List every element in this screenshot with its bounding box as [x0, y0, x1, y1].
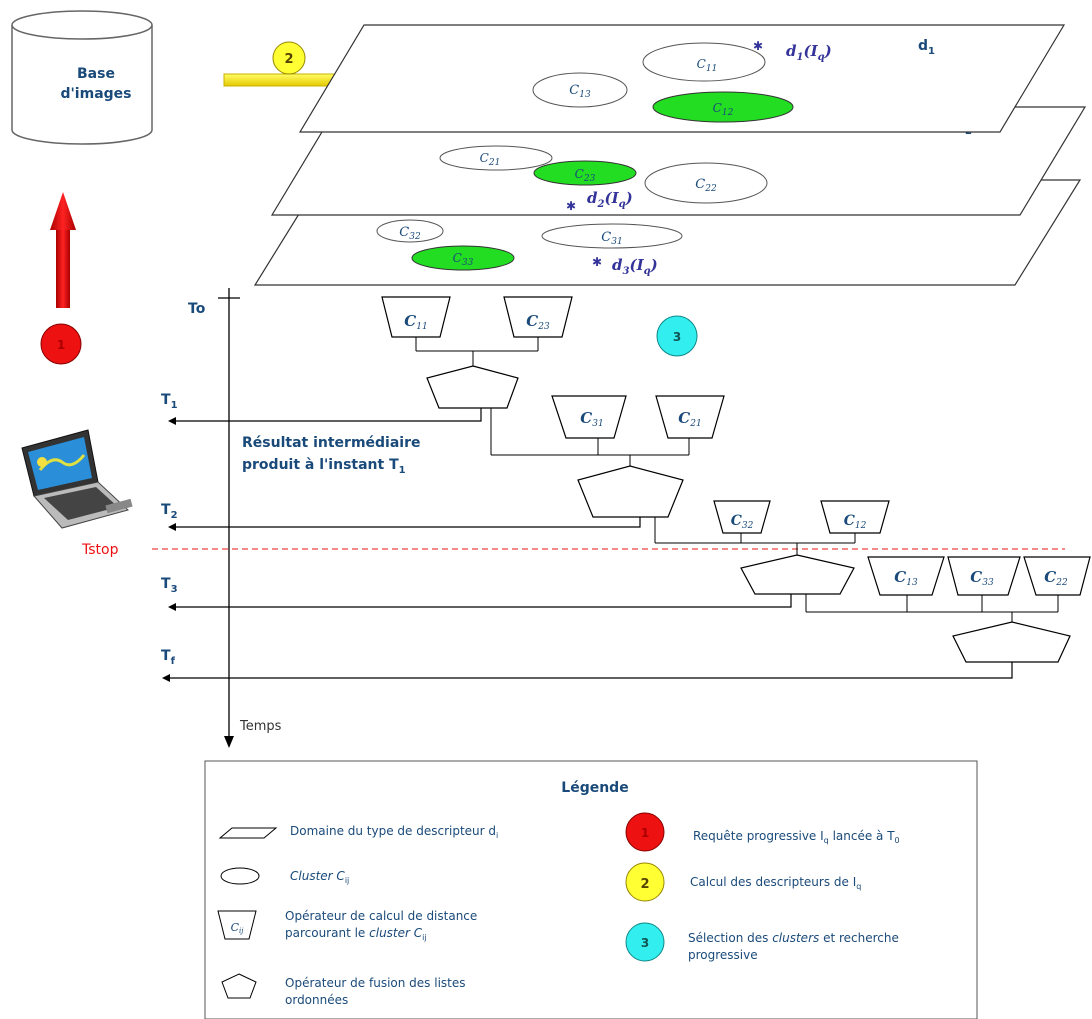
- t1-label: T1: [161, 392, 178, 411]
- svg-text:C21: C21: [678, 409, 701, 429]
- legend-title: Légende: [561, 780, 628, 796]
- legend-step3-line1: Sélection des clusters et recherche: [688, 931, 899, 945]
- legend-fusion-line2: ordonnées: [285, 993, 348, 1007]
- svg-text:C22: C22: [695, 177, 717, 194]
- svg-text:C11: C11: [404, 312, 427, 332]
- svg-text:C31: C31: [580, 409, 603, 429]
- distance-operator-c23: C23: [503, 296, 573, 338]
- svg-text:3: 3: [673, 330, 681, 344]
- intermediate-result-line1: Résultat intermédiaire: [242, 435, 421, 451]
- distance-operator-c32: C32: [713, 500, 771, 534]
- plane-d1: d1 C11 C13 C12 ✱ d1(Iq): [298, 24, 1066, 133]
- legend-fusion-line1: Opérateur de fusion des listes: [285, 976, 466, 990]
- svg-text:C21: C21: [480, 151, 501, 168]
- legend-distance-line2: parcourant le cluster Cij: [285, 926, 427, 942]
- legend-distance-line1: Opérateur de calcul de distance: [285, 909, 477, 923]
- svg-text:C33: C33: [970, 568, 994, 588]
- result-arrowheads: [162, 417, 176, 682]
- cluster-c13: [532, 72, 628, 108]
- legend-step1-text: Requête progressive Iq lancée à T0: [693, 829, 900, 845]
- legend-step3-icon: [625, 922, 665, 962]
- legend-domain-text: Domaine du type de descripteur di: [290, 824, 498, 840]
- t2-label: T2: [161, 502, 178, 521]
- svg-text:C31: C31: [601, 230, 622, 247]
- laptop-icon: [21, 429, 133, 529]
- operator-connectors: [415, 337, 1059, 624]
- legend-step1-icon: [625, 812, 665, 852]
- svg-text:C12: C12: [844, 513, 867, 531]
- svg-text:C22: C22: [1044, 568, 1068, 588]
- fusion-operator-4: [952, 621, 1071, 663]
- tf-label: Tf: [161, 648, 176, 667]
- image-database: Base d'images: [11, 10, 153, 145]
- cluster-c12: [652, 91, 794, 123]
- svg-text:Cij: Cij: [231, 921, 245, 935]
- svg-text:C13: C13: [894, 568, 918, 588]
- tstop-label: Tstop: [81, 542, 119, 558]
- svg-text:C23: C23: [526, 312, 550, 332]
- legend-step3-line2: progressive: [688, 948, 758, 962]
- legend-domain-icon: [218, 827, 278, 839]
- distance-operator-c13: C13: [867, 556, 945, 596]
- time-axis-label: Temps: [239, 719, 282, 734]
- database-label-line1: Base: [77, 66, 115, 82]
- time-axis: To Temps: [188, 288, 282, 748]
- legend: Légende Domaine du type de descripteur d…: [204, 760, 978, 1019]
- t3-label: T3: [161, 576, 178, 595]
- database-label-line2: d'images: [61, 86, 132, 102]
- svg-text:C32: C32: [399, 225, 421, 242]
- legend-step2-icon: [625, 862, 665, 902]
- query-point-d1: ✱: [753, 39, 763, 53]
- svg-text:C23: C23: [575, 167, 596, 184]
- distance-operator-c31: C31: [551, 395, 627, 439]
- distance-operator-c11: C11: [381, 296, 451, 338]
- cluster-c21: [439, 145, 553, 171]
- distance-operator-c33: C33: [947, 556, 1021, 596]
- fusion-operators: [426, 365, 1071, 663]
- fusion-operator-3: [740, 554, 855, 595]
- svg-text:1: 1: [641, 826, 649, 840]
- step1-marker: 1: [40, 323, 82, 365]
- legend-distance-icon: [217, 910, 257, 940]
- svg-text:C33: C33: [453, 251, 474, 268]
- result-arrows: [170, 408, 1013, 679]
- svg-text:d1(Iq): d1(Iq): [786, 42, 832, 63]
- fusion-operator-1: [426, 365, 519, 409]
- t0-label: To: [188, 301, 206, 317]
- svg-text:C11: C11: [697, 57, 718, 74]
- cluster-c11: [642, 42, 766, 82]
- legend-step2-text: Calcul des descripteurs de Iq: [690, 875, 861, 891]
- legend-cluster-text: Cluster Cij: [290, 869, 349, 885]
- step2-marker: 2: [272, 41, 306, 75]
- svg-text:d3(Iq): d3(Iq): [612, 256, 658, 277]
- query-arrow-up: [50, 192, 76, 308]
- fusion-operator-2: [577, 465, 684, 518]
- cluster-c23: [533, 160, 637, 186]
- svg-text:C12: C12: [713, 101, 734, 118]
- svg-text:C32: C32: [731, 513, 754, 531]
- query-point-d3: ✱: [592, 255, 602, 269]
- svg-text:2: 2: [284, 52, 293, 67]
- cluster-c22: [644, 162, 768, 204]
- cluster-c33: [411, 245, 515, 271]
- cluster-c32: [376, 219, 444, 243]
- svg-text:3: 3: [641, 936, 649, 950]
- distance-operator-c21: C21: [655, 395, 725, 439]
- svg-text:d1: d1: [918, 38, 935, 57]
- svg-text:d2(Iq): d2(Iq): [587, 189, 633, 210]
- cluster-c31: [541, 223, 683, 249]
- svg-text:C13: C13: [569, 83, 591, 100]
- distance-operators: C11 C23 C31 C21 C32 C12 C13 C33: [381, 296, 1091, 596]
- distance-operator-c12: C12: [820, 500, 890, 534]
- step3-marker: 3: [656, 315, 698, 357]
- legend-cluster-icon: [220, 867, 260, 885]
- query-point-d2: ✱: [566, 199, 576, 213]
- distance-operator-c22: C22: [1023, 556, 1091, 596]
- intermediate-result-line2: produit à l'instant T1: [242, 457, 406, 476]
- svg-text:2: 2: [640, 877, 649, 892]
- svg-text:1: 1: [57, 338, 65, 352]
- legend-fusion-icon: [221, 973, 257, 999]
